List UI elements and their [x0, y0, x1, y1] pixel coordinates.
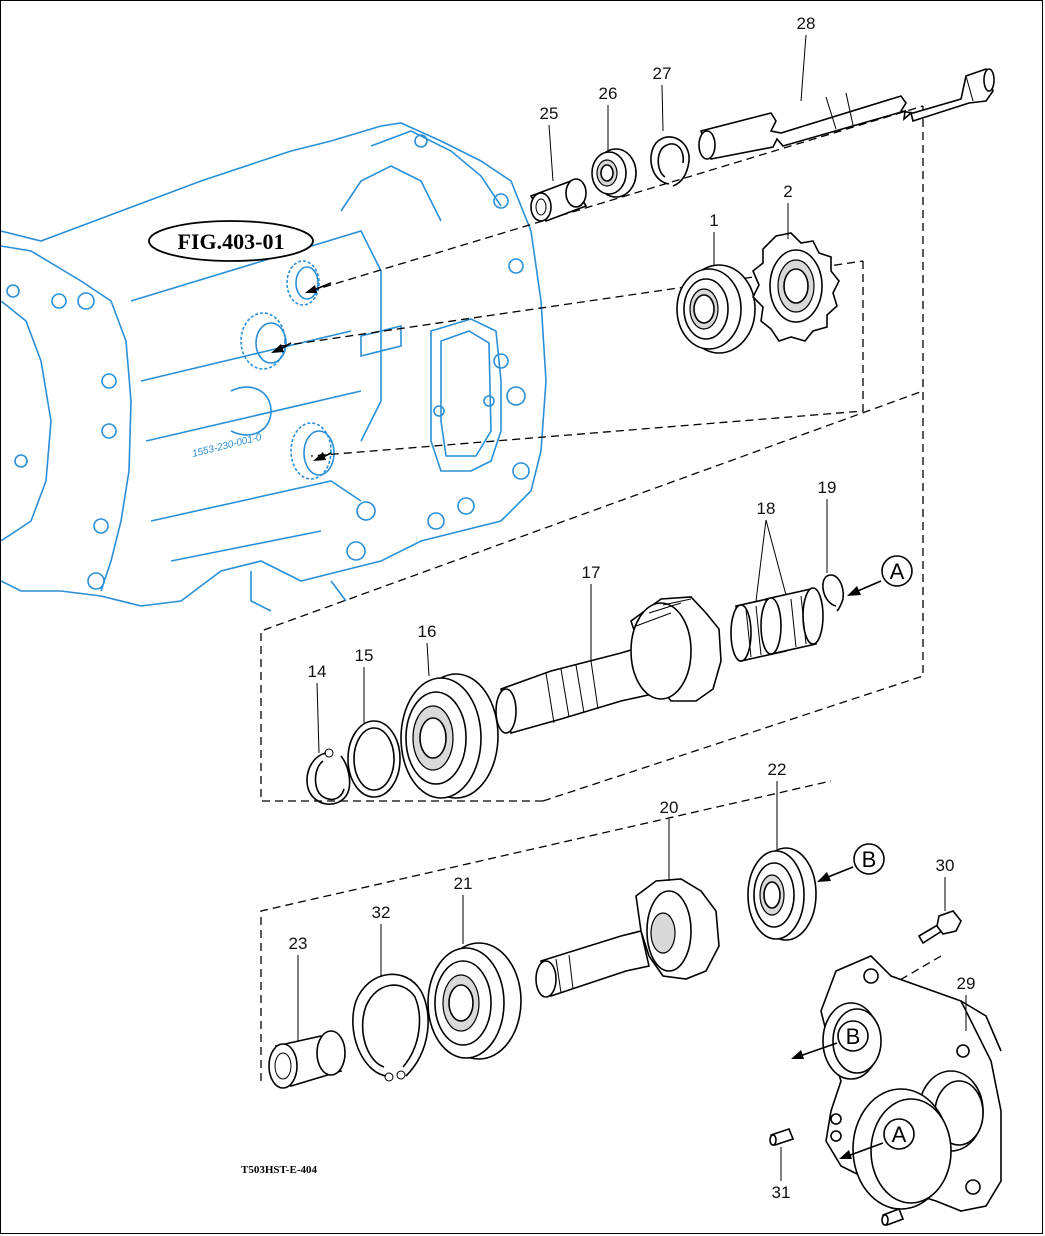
callout-15: 15	[355, 646, 374, 665]
part-18-needle-bearings	[730, 587, 824, 662]
marker-b-cover-label: B	[846, 1024, 861, 1049]
part-2-gear	[752, 232, 840, 342]
part-30-bolt	[917, 910, 962, 945]
part-20-gear-shaft	[535, 878, 720, 998]
part-26-bearing	[591, 148, 637, 198]
part-1-bearing	[676, 264, 756, 354]
callout-28: 28	[797, 14, 816, 33]
callouts: 28 25 26 27 1 2 19 18 17 16 15 14 22 20 …	[289, 14, 976, 1202]
callout-23: 23	[289, 934, 308, 953]
marker-a-cover: A	[839, 1118, 915, 1159]
housing-part-number: 1553-230-001-0	[191, 432, 263, 460]
part-17-gear-shaft	[495, 596, 722, 734]
callout-29: 29	[957, 974, 976, 993]
callout-30: 30	[936, 856, 955, 875]
part-22-bearing	[747, 847, 817, 941]
part-15-washer	[347, 720, 401, 798]
callout-27: 27	[653, 64, 672, 83]
part-32-snap-ring	[352, 973, 429, 1082]
callout-26: 26	[599, 84, 618, 103]
callout-22: 22	[768, 760, 787, 779]
callout-18: 18	[757, 499, 776, 518]
part-31-pins	[769, 1128, 905, 1227]
callout-1: 1	[709, 211, 718, 230]
marker-b-shaft-label: B	[862, 847, 877, 872]
callout-2: 2	[783, 182, 792, 201]
callout-14: 14	[308, 662, 327, 681]
callout-17: 17	[582, 563, 601, 582]
transmission-housing: 1553-230-001-0	[1, 122, 547, 612]
part-29-cover	[820, 955, 1002, 1212]
drawing-code: T503HST-E-404	[241, 1164, 318, 1176]
marker-a-shaft-label: A	[890, 559, 905, 584]
part-19-snap-ring	[822, 574, 845, 612]
part-23-sleeve	[268, 1030, 346, 1089]
marker-b-cover: B	[791, 1020, 869, 1059]
callout-19: 19	[818, 478, 837, 497]
part-21-bearing	[427, 942, 522, 1060]
part-25-sleeve	[529, 178, 588, 222]
marker-a-shaft: A	[847, 555, 913, 596]
figure-reference: FIG.403-01	[148, 220, 314, 262]
callout-16: 16	[418, 622, 437, 641]
marker-b-shaft: B	[817, 843, 885, 882]
callout-20: 20	[660, 798, 679, 817]
part-28-shaft	[698, 67, 995, 160]
part-16-bearing	[400, 673, 499, 799]
part-27-snap-ring	[650, 136, 690, 187]
callout-25: 25	[540, 104, 559, 123]
marker-a-cover-label: A	[892, 1122, 907, 1147]
callout-31: 31	[772, 1183, 791, 1202]
callout-32: 32	[372, 903, 391, 922]
figure-reference-label: FIG.403-01	[178, 229, 285, 254]
callout-21: 21	[454, 874, 473, 893]
part-14-snap-ring	[306, 748, 351, 805]
